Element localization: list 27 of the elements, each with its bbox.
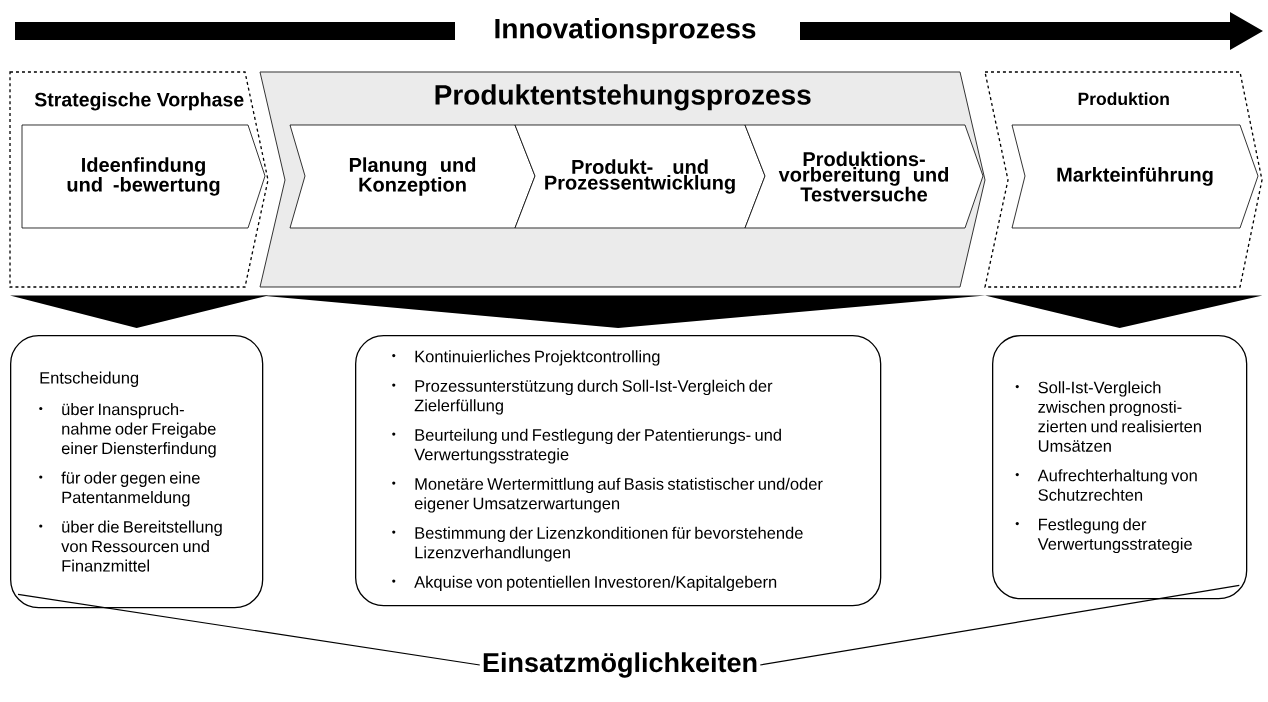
- process-step: Planung und Konzeption: [289, 124, 536, 229]
- funnel-arrow: [260, 295, 986, 328]
- bullet-item: Akquise von potentiellen Investoren/Kapitalgebern: [392, 575, 777, 592]
- bullet-item: Kontinuierliches Projektcontrolling: [392, 350, 660, 366]
- bullet-item: über die Bereitstellung von Ressourcen und Finanzmittel: [39, 520, 222, 572]
- bullet-item: Prozessunterstützung durch Soll-Ist-Vergleich der Zielerfüllung: [392, 379, 773, 415]
- process-step: Produkt- und Prozessentwicklung: [514, 124, 766, 229]
- bullet-item: Monetäre Wertermittlung auf Basis statistischer und/oder eigener Umsatzerwartungen: [392, 477, 823, 513]
- bullet-item: Beurteilung und Festlegung der Patentierungs- und Verwertungsstrategie: [392, 428, 781, 464]
- summary-label: Einsatzmöglichkeiten: [483, 652, 757, 678]
- process-step: Ideenfindung und -bewertung: [21, 124, 266, 229]
- title: Innovationsprozess: [491, 15, 759, 47]
- rounded-box: [355, 335, 882, 607]
- process-step: Produktions- vorbereitung und Testversuche: [744, 124, 984, 229]
- rounded-box: [992, 335, 1248, 600]
- connector-line: [759, 584, 1240, 666]
- rounded-box: [10, 335, 264, 609]
- bullet-item: über Inanspruch- nahme oder Freigabe einer Diensterfindung: [39, 403, 216, 458]
- bullet-item: Aufrechterhaltung von Schutzrechten: [1015, 469, 1197, 501]
- bullet-item: Festlegung der Verwertungsstrategie: [1015, 518, 1192, 554]
- funnel-arrow: [985, 295, 1263, 328]
- list-heading: Entscheidung: [40, 371, 139, 387]
- bullet-item: Bestimmung der Lizenzkonditionen für bevorstehende Lizenzverhandlungen: [392, 526, 803, 562]
- process-step: Markteinführung: [1011, 124, 1259, 229]
- bullet-item: für oder gegen eine Patentanmeldung: [39, 471, 200, 507]
- connector-line: [17, 593, 481, 666]
- bullet-item: Soll-Ist-Vergleich zwischen prognosti- zierten und realisierten Umsätzen: [1015, 381, 1201, 452]
